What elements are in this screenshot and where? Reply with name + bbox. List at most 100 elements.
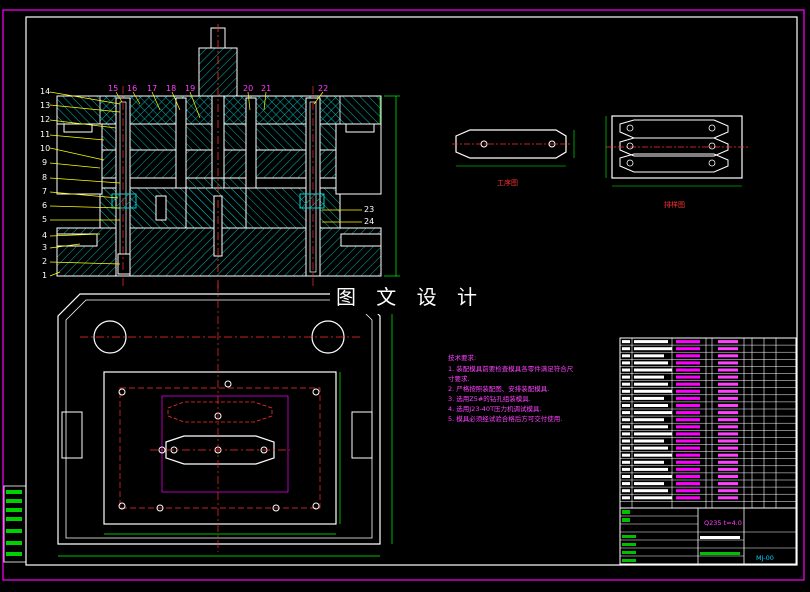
bom-cell-mark: [622, 467, 630, 471]
bom-cell-mark: [634, 489, 668, 493]
part-numbers-left: 14 13 12 11 10 9 8 7 6 5 4 3 2 1: [40, 87, 50, 280]
bom-cell-mark: [718, 354, 738, 358]
part-number: 2: [42, 257, 47, 266]
bom-cell-mark: [676, 432, 700, 436]
bom-cell-mark: [676, 489, 700, 493]
bom-cell-mark: [622, 389, 630, 393]
bom-cell-mark: [622, 482, 630, 486]
bom-cell-mark: [634, 482, 664, 486]
part-numbers-top: 15 16 17 18 19 20 21 22: [108, 84, 328, 93]
bom-cell-mark: [718, 460, 738, 464]
layout-view: 排样图: [605, 115, 748, 209]
tech-requirements: 技术要求: 1. 装配模具前要检查模具各零件满足符合尺 寸要求. 2. 严格按照…: [448, 353, 574, 423]
bom-cell-mark: [634, 411, 672, 415]
plan-view: [57, 284, 393, 557]
part-number: 18: [166, 84, 176, 93]
bom-cell-mark: [622, 446, 630, 450]
bom-cell-mark: [622, 411, 630, 415]
bom-cell-mark: [622, 340, 630, 344]
tech-requirement-line: 5. 模具必须经试验合格后方可交付使用.: [448, 414, 562, 423]
title-block: Q235 t=4.0 MJ-00: [619, 507, 797, 565]
bom-cell-mark: [634, 389, 672, 393]
part-number: 9: [42, 158, 47, 167]
bom-cell-mark: [622, 404, 630, 407]
tech-requirement-line: 3. 选用Z5#的钻孔组装模具.: [448, 394, 531, 403]
bom-cell-mark: [622, 375, 630, 379]
process-view-label: 工序图: [497, 178, 518, 187]
bom-cell-mark: [718, 375, 738, 379]
part-number: 12: [40, 115, 50, 124]
bom-cell-mark: [634, 467, 668, 471]
bom-cell-mark: [676, 453, 700, 457]
bom-cell-mark: [634, 453, 672, 457]
bom-cell-mark: [634, 404, 668, 407]
bom-cell-mark: [622, 453, 630, 457]
parts-list-table: [619, 337, 797, 509]
bom-cell-mark: [718, 496, 738, 500]
bom-cell-mark: [676, 368, 700, 372]
part-number: 11: [40, 130, 50, 139]
bom-cell-mark: [634, 368, 672, 372]
bom-cell-mark: [718, 361, 738, 365]
part-number: 1: [42, 271, 47, 280]
bom-cell-mark: [622, 460, 630, 464]
bom-cell-mark: [634, 425, 668, 429]
bom-cell-mark: [718, 489, 738, 493]
tech-requirements-title: 技术要求:: [448, 353, 476, 362]
bom-cell-mark: [676, 340, 700, 344]
bom-cell-mark: [622, 425, 630, 429]
tech-requirement-line: 寸要求.: [448, 374, 470, 383]
bom-cell-mark: [718, 475, 738, 478]
bom-cell-mark: [634, 375, 664, 379]
part-number: 24: [364, 217, 374, 226]
bom-cell-mark: [634, 361, 668, 365]
bom-cell-mark: [676, 439, 700, 443]
bom-cell-mark: [634, 460, 664, 464]
part-number: 16: [127, 84, 137, 93]
layout-view-label: 排样图: [664, 200, 685, 209]
bom-cell-mark: [676, 382, 700, 386]
bom-cell-mark: [718, 389, 738, 393]
bom-cell-mark: [622, 489, 630, 493]
bom-cell-mark: [718, 396, 738, 400]
material-spec: Q235 t=4.0: [704, 519, 742, 527]
tech-requirement-line: 4. 选用J23-40T压力机调试模具.: [448, 404, 542, 413]
bom-cell-mark: [622, 496, 630, 500]
bom-cell-mark: [634, 432, 672, 436]
part-number: 22: [318, 84, 328, 93]
part-number: 6: [42, 201, 47, 210]
bom-cell-mark: [634, 347, 672, 351]
bom-cell-mark: [676, 389, 700, 393]
bom-cell-mark: [622, 361, 630, 365]
bom-cell-mark: [718, 432, 738, 436]
bom-cell-mark: [622, 432, 630, 436]
bom-cell-mark: [622, 354, 630, 358]
part-number: 14: [40, 87, 50, 96]
bom-cell-mark: [676, 347, 700, 351]
bom-cell-mark: [634, 446, 668, 450]
front-section-view: [49, 24, 400, 292]
bom-cell-mark: [622, 347, 630, 351]
bom-cell-mark: [676, 354, 700, 358]
bom-cell-mark: [622, 368, 630, 372]
bom-cell-mark: [622, 396, 630, 400]
bom-cell-mark: [676, 396, 700, 400]
bom-cell-mark: [676, 418, 700, 422]
bom-cell-mark: [634, 396, 664, 400]
part-number: 5: [42, 215, 47, 224]
bom-cell-mark: [676, 404, 700, 407]
bom-cell-mark: [718, 368, 738, 372]
part-number: 15: [108, 84, 118, 93]
bom-cell-mark: [634, 340, 668, 344]
part-number: 4: [42, 231, 47, 240]
bom-cell-mark: [718, 482, 738, 486]
part-number: 17: [147, 84, 157, 93]
bom-cell-mark: [718, 446, 738, 450]
bom-cell-mark: [634, 475, 672, 478]
process-view: 工序图: [452, 129, 575, 187]
watermark: 图 文 设 计: [330, 280, 490, 314]
bom-cell-mark: [676, 411, 700, 415]
bom-cell-mark: [676, 460, 700, 464]
tech-requirement-line: 2. 严格按照装配图、安排装配模具.: [448, 384, 549, 393]
bom-cell-mark: [718, 411, 738, 415]
